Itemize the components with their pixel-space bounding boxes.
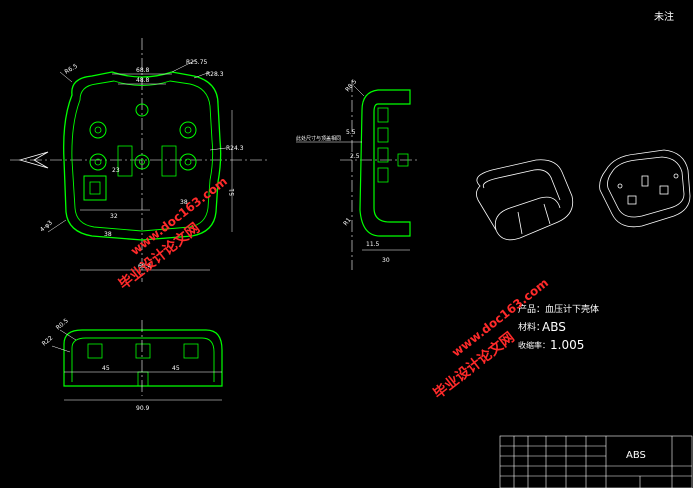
dim-h1: 51 bbox=[229, 188, 236, 196]
material-info: 产品：血压计下壳体 材料： ABS 收缩率： 1.005 bbox=[518, 303, 599, 352]
boss-1-hole bbox=[94, 126, 102, 134]
boss-3-hole bbox=[94, 158, 102, 166]
iso-open-rim bbox=[607, 156, 685, 218]
rib-left bbox=[117, 145, 133, 177]
boss-1 bbox=[89, 121, 107, 139]
shrink-value: 1.005 bbox=[550, 338, 584, 352]
side-dim-2: 2.5 bbox=[350, 153, 360, 160]
side-dim-3: 11.5 bbox=[366, 241, 380, 248]
side-dim-4: 30 bbox=[382, 257, 390, 264]
dim-w1: 68.8 bbox=[136, 67, 150, 74]
dim-w6: 60.4 bbox=[138, 263, 152, 270]
side-rib-4 bbox=[377, 167, 389, 183]
bottom-section-inner bbox=[71, 337, 215, 382]
side-dim-r: R8.5 bbox=[344, 78, 358, 93]
iso-closed-mid-edge bbox=[494, 196, 561, 231]
dim-r3: R6.5 bbox=[64, 63, 80, 76]
iso-open-boss-3 bbox=[659, 185, 669, 195]
dim-w4: 23 bbox=[112, 167, 120, 174]
leader-r2 bbox=[193, 71, 211, 79]
dim-holes: 4-φ3 bbox=[39, 219, 54, 233]
boss-3 bbox=[89, 153, 107, 171]
iso-view-open bbox=[599, 149, 691, 228]
watermark-1: 毕业设计论文网 www.doc163.com bbox=[115, 174, 230, 293]
bottom-dim-3: 90.9 bbox=[136, 405, 150, 412]
battery-slot-left bbox=[83, 175, 107, 201]
dim-w7: 38 bbox=[180, 199, 188, 206]
iso-open-hole-1 bbox=[617, 183, 623, 189]
dim-r4: R24.3 bbox=[226, 145, 244, 152]
dim-w3: 32 bbox=[110, 213, 118, 220]
boss-top bbox=[135, 103, 149, 117]
iso-closed-top-edge bbox=[482, 169, 561, 201]
bottom-view: R0.5 R22 45 45 90.9 bbox=[41, 317, 223, 412]
bottom-rib-3 bbox=[183, 343, 199, 359]
iso-open-hole-2 bbox=[673, 173, 679, 179]
iso-view-closed bbox=[476, 159, 574, 241]
side-section-outline bbox=[359, 89, 411, 237]
dim-r2: R28.3 bbox=[206, 71, 224, 78]
side-boss bbox=[397, 153, 409, 167]
product-name: 产品：血压计下壳体 bbox=[518, 303, 599, 315]
iso-closed-outline bbox=[476, 159, 574, 241]
bottom-dim-r1: R0.5 bbox=[55, 317, 70, 331]
boss-4-hole bbox=[184, 158, 192, 166]
material-label: 材料： bbox=[518, 321, 545, 333]
plan-view: R25.75 R28.3 R6.5 68.8 48.8 R24.3 32 23 … bbox=[10, 38, 268, 282]
iso-open-boss-2 bbox=[627, 195, 637, 205]
bottom-section-outline bbox=[63, 329, 223, 387]
leader-r1 bbox=[171, 59, 197, 73]
boss-4 bbox=[179, 153, 197, 171]
bottom-dim-2: 45 bbox=[172, 365, 180, 372]
side-rib-1 bbox=[377, 107, 389, 123]
boss-center-hole bbox=[139, 159, 145, 165]
corner-note: 未注 bbox=[654, 10, 674, 23]
boss-center bbox=[134, 154, 150, 170]
side-rib-3 bbox=[377, 147, 389, 163]
title-block bbox=[499, 435, 693, 488]
bottom-leader-1 bbox=[59, 329, 77, 341]
leader-holes bbox=[47, 219, 67, 233]
plan-inner-outline bbox=[71, 80, 214, 232]
side-dim-1: 5.5 bbox=[346, 129, 356, 136]
side-note: 此处尺寸与顶盖相同 bbox=[296, 135, 341, 142]
boss-2 bbox=[179, 121, 197, 139]
side-leader-r bbox=[353, 85, 365, 97]
battery-slot-left-inner bbox=[89, 181, 101, 195]
side-rib-2 bbox=[377, 127, 389, 143]
title-block-frame bbox=[499, 435, 693, 488]
dim-r1: R25.75 bbox=[186, 59, 208, 66]
shrink-label: 收缩率： bbox=[518, 340, 550, 350]
iso-closed-grooves bbox=[517, 203, 551, 235]
material-value: ABS bbox=[542, 320, 566, 334]
iso-open-boss-1 bbox=[641, 175, 649, 187]
leader-r4 bbox=[209, 147, 227, 151]
bottom-dim-r2: R22 bbox=[41, 334, 55, 347]
bottom-rib-1 bbox=[87, 343, 103, 359]
boss-2-hole bbox=[184, 126, 192, 134]
watermark-2: 毕业设计论文网 www.doc163.com bbox=[430, 276, 551, 403]
leader-r3 bbox=[59, 71, 73, 83]
rib-right bbox=[161, 145, 177, 177]
bottom-boss bbox=[137, 371, 149, 387]
dim-w5: 38 bbox=[104, 231, 112, 238]
iso-open-outline bbox=[599, 149, 691, 228]
section-arrow-icon bbox=[18, 151, 49, 169]
title-block-material: ABS bbox=[626, 450, 646, 461]
bottom-rib-2 bbox=[135, 343, 151, 359]
bottom-leader-2 bbox=[51, 345, 71, 353]
dim-w2: 48.8 bbox=[136, 77, 150, 84]
side-dim-r2: R1 bbox=[342, 217, 353, 228]
bottom-dim-1: 45 bbox=[102, 365, 110, 372]
side-view: R8.5 5.5 2.5 R1 11.5 30 此处尺寸与顶盖相同 bbox=[296, 78, 420, 270]
